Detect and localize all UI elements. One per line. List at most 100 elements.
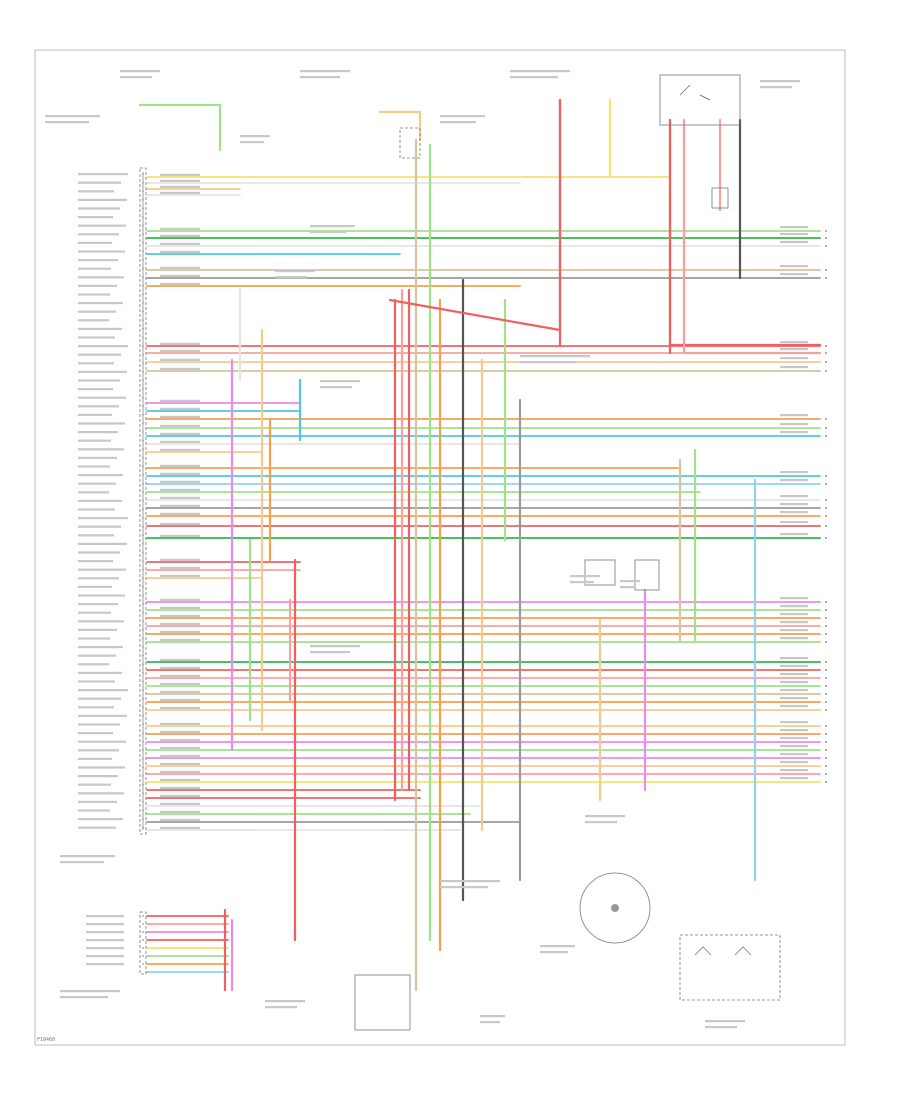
pcm-pin-label [78, 336, 115, 339]
right-edge-terminal [825, 693, 827, 695]
component-label [320, 386, 352, 389]
connector-pin-callout [780, 414, 808, 417]
right-edge-terminal [825, 601, 827, 603]
pcm-pin [142, 689, 144, 691]
pcm-pin [142, 370, 144, 373]
component-label [310, 225, 355, 228]
pcm-pin [142, 517, 144, 519]
right-edge-terminal [825, 741, 827, 743]
right-edge-terminal [825, 725, 827, 727]
pcm-pin-label [78, 456, 117, 459]
pcm-pin [142, 276, 144, 279]
pcm-pin [142, 792, 144, 795]
component-label [320, 380, 360, 383]
pcm-pin [142, 525, 144, 528]
component-label [120, 76, 152, 79]
right-edge-terminal [825, 499, 827, 501]
pcm-pin-label [78, 216, 113, 219]
wire-color-code [160, 407, 200, 410]
component-label [570, 575, 600, 578]
pcm-pin-label [78, 499, 122, 502]
pcm-pin-label [78, 413, 112, 416]
pcm-pin [142, 388, 144, 390]
right-edge-terminal [825, 427, 827, 429]
connector-pin-callout [780, 761, 808, 764]
connector-pin-callout [780, 471, 808, 474]
wire-color-code [160, 566, 200, 569]
component-label [275, 270, 315, 273]
pcm-pin-label [78, 439, 111, 442]
pcm-pin-label [78, 525, 121, 528]
component-label [240, 141, 264, 144]
pcm-pin-label [78, 577, 119, 580]
pcm-pin [142, 654, 144, 657]
relay-contacts [679, 84, 711, 101]
speed-control-pin [142, 955, 144, 957]
speed-control-pin-label [86, 931, 124, 934]
wire-color-code [160, 802, 200, 805]
wire-color-code [160, 250, 200, 253]
pcm-pin [142, 224, 144, 227]
pcm-pin [142, 302, 144, 304]
pcm-pin-label [78, 732, 113, 735]
pcm-pin-label [78, 611, 111, 614]
pcm-pin-label [78, 198, 127, 201]
pcm-pin-label [78, 654, 116, 657]
pcm-pin [142, 783, 144, 786]
pcm-pin-label [78, 181, 121, 184]
wire-color-code [160, 622, 200, 625]
wire-color-code [160, 630, 200, 633]
wire-color-code [160, 730, 200, 733]
speed-control-pin [142, 947, 144, 949]
component-label [760, 80, 800, 83]
right-edge-terminal [825, 733, 827, 735]
connector-pin-callout [780, 605, 808, 608]
pcm-pin [142, 499, 144, 502]
right-edge-terminal [825, 781, 827, 783]
pcm-pin [142, 345, 144, 347]
right-edge-terminal [825, 625, 827, 627]
pcm-pin [142, 259, 144, 261]
pcm-pin-label [78, 800, 117, 803]
component-label [620, 586, 636, 589]
connector-pin-callout [780, 613, 808, 616]
connector-pin-callout [780, 357, 808, 360]
fuse-junction [399, 127, 421, 159]
connector-pin-callout [780, 597, 808, 600]
pcm-pin [142, 456, 144, 459]
right-edge-terminal [825, 617, 827, 619]
pcm-pin-label [78, 680, 115, 683]
pcm-pin [142, 577, 144, 580]
pcm-pin [142, 800, 144, 803]
sensor-center [611, 904, 619, 912]
pcm-pin [142, 327, 144, 330]
connector-pin-callout [780, 753, 808, 756]
connector-pin-callout [780, 431, 808, 434]
right-edge-terminal [825, 345, 827, 347]
pcm-pin-label [78, 620, 124, 623]
pcm-pin-label [78, 628, 117, 631]
pcm-pin-label [78, 474, 123, 477]
wire-color-code [160, 762, 200, 765]
pcm-pin [142, 482, 144, 485]
pcm-pin-label [78, 508, 115, 511]
connector-pin-callout [780, 533, 808, 536]
wire-color-code [160, 558, 200, 561]
pcm-pin [142, 181, 144, 184]
wire-color-code [160, 242, 200, 245]
right-edge-terminal [825, 237, 827, 239]
right-edge-terminal [825, 609, 827, 611]
connector-pin-callout [780, 479, 808, 482]
pcm-pin-label [78, 534, 114, 537]
pcm-pin-label [78, 388, 113, 391]
wire-color-code [160, 496, 200, 499]
component-label [440, 121, 476, 124]
component-label [60, 996, 108, 999]
pcm-pin [142, 714, 144, 717]
connector-pin-callout [780, 689, 808, 692]
component-label [760, 86, 792, 89]
wire-color-code [160, 770, 200, 773]
pcm-pin [142, 671, 144, 674]
right-edge-terminal [825, 507, 827, 509]
component-label [705, 1020, 745, 1023]
